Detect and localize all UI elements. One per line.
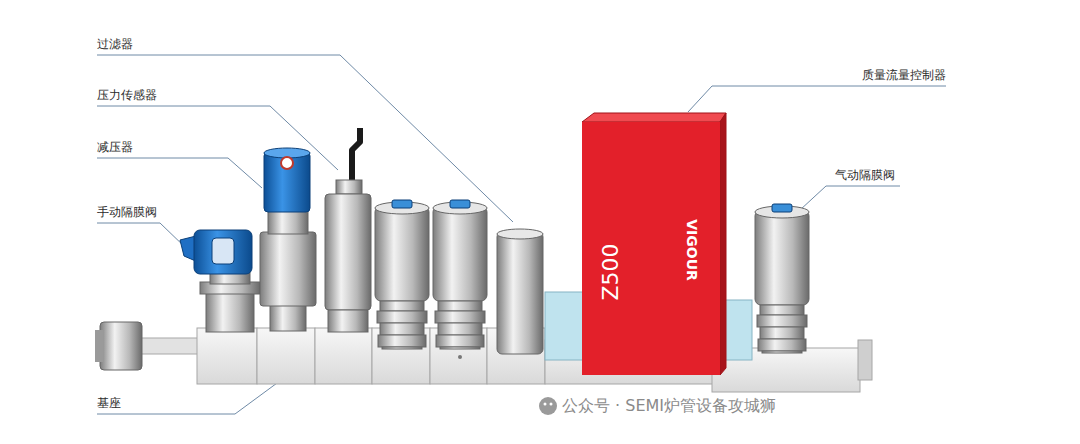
filter: [497, 229, 543, 354]
pneumatic-valve: [375, 206, 429, 301]
pneumatic-valve: [772, 204, 792, 212]
callout-label: 气动隔膜阀: [835, 168, 895, 182]
pneumatic-valve: [438, 301, 482, 311]
pneumatic-valve: [440, 347, 480, 349]
pneumatic-valve: [436, 335, 484, 347]
base-blocks: [315, 328, 372, 384]
callout-label: 过滤器: [97, 37, 133, 51]
pneumatic-valve: [450, 200, 470, 208]
pneumatic-valve: [438, 323, 482, 335]
manual-diaphragm-valve: [180, 230, 260, 332]
leader-lines: [800, 186, 900, 210]
pneumatic-valve: [382, 347, 422, 349]
pneumatic-valve: [392, 200, 412, 208]
manual-diaphragm-valve: [194, 230, 252, 274]
pressure-sensor: [325, 128, 371, 332]
callout-label: 基座: [97, 396, 121, 410]
pneumatic-valve: [375, 200, 429, 349]
pressure-sensor: [352, 128, 360, 186]
base-blocks: [372, 328, 430, 384]
pressure-sensor: [336, 180, 362, 194]
model-number: Z500: [598, 243, 623, 300]
inlet-fitting: [95, 322, 202, 370]
inlet-fitting: [95, 330, 103, 362]
pneumatic-valve: [433, 206, 487, 301]
pressure-regulator: [270, 305, 306, 331]
pressure-regulator: [260, 148, 316, 331]
pressure-sensor: [328, 310, 368, 332]
inlet-fitting: [140, 338, 202, 354]
leader-lines: [97, 223, 188, 250]
manual-diaphragm-valve: [206, 292, 254, 332]
pneumatic-valve: [435, 311, 485, 323]
wechat-icon: [544, 403, 547, 406]
mfc-body: [582, 113, 726, 375]
pneumatic-valve: [433, 200, 487, 349]
callout-label: 压力传感器: [97, 88, 157, 102]
pneumatic-valve: [377, 311, 427, 323]
leader-lines: [97, 55, 946, 414]
pneumatic-valve: [760, 327, 804, 339]
pressure-regulator: [264, 152, 310, 212]
callout-label: 质量流量控制器: [862, 68, 946, 82]
base-blocks: [197, 328, 257, 384]
pressure-regulator: [281, 157, 293, 169]
pneumatic-valve: [380, 301, 424, 311]
base-blocks: [257, 328, 315, 384]
pressure-sensor: [325, 194, 371, 310]
inlet-fitting: [100, 322, 142, 370]
base-blocks: [858, 340, 872, 380]
callout-label: 减压器: [97, 140, 133, 154]
pneumatic-valve: [755, 204, 809, 353]
pneumatic-valve: [378, 335, 426, 347]
base-blocks: [458, 355, 462, 359]
wechat-icon: [539, 397, 557, 415]
callout-label: 手动隔膜阀: [97, 205, 157, 219]
pneumatic-valve: [762, 351, 802, 353]
pneumatic-valve: [758, 339, 806, 351]
brand-name: VIGOUR: [684, 219, 700, 281]
leader-lines: [97, 158, 262, 188]
mfc-body: [720, 113, 726, 375]
watermark: 公众号 · SEMI炉管设备攻城狮: [562, 396, 776, 416]
pneumatic-valve: [760, 305, 804, 315]
pneumatic-valve: [380, 323, 424, 335]
wechat-icon: [550, 403, 553, 406]
filter: [497, 229, 543, 239]
wechat-icon: [539, 397, 557, 415]
manual-diaphragm-valve: [212, 238, 234, 264]
mass-flow-controller: Z500 VIGOUR: [582, 122, 720, 375]
mfc-body: [582, 113, 726, 122]
filter: [497, 232, 543, 354]
pressure-regulator: [268, 210, 308, 234]
base-blocks: [430, 328, 487, 384]
pressure-regulator: [260, 232, 316, 306]
leader-lines: [97, 55, 513, 222]
leader-lines: [688, 86, 946, 112]
pneumatic-valve: [757, 315, 807, 327]
pneumatic-valve: [755, 210, 809, 305]
